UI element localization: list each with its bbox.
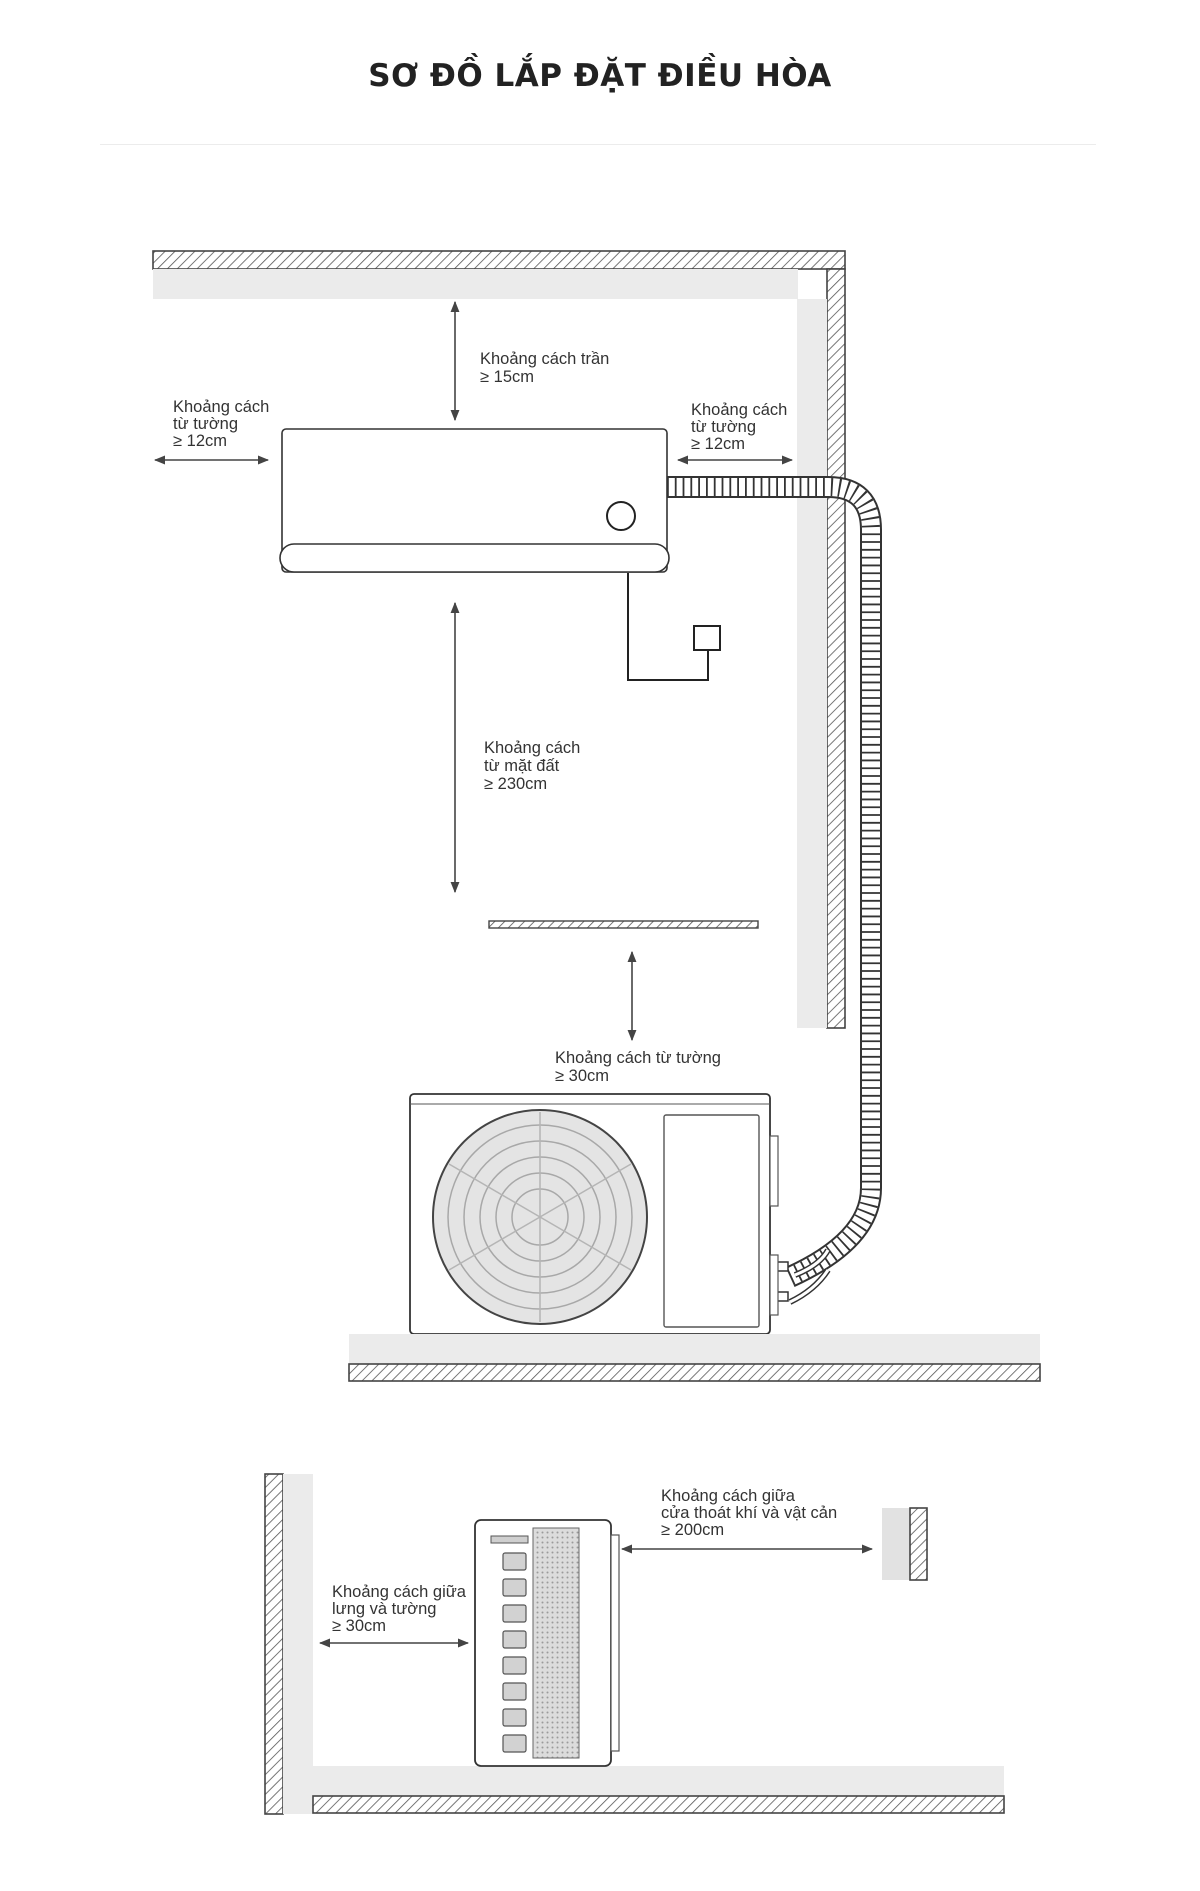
fan-grille-icon bbox=[432, 1109, 648, 1325]
drain-pipe bbox=[627, 573, 721, 681]
dimension-arrows-bottom bbox=[318, 1544, 874, 1648]
outdoor-unit-side bbox=[474, 1519, 620, 1767]
left-wall-distance-label: Khoảng cách từ tường ≥ 12cm bbox=[173, 398, 274, 450]
right-wall-distance-label: Khoảng cách từ tường ≥ 12cm bbox=[691, 401, 792, 453]
dimension-arrows bbox=[153, 300, 794, 1042]
obstacle-block bbox=[882, 1507, 928, 1581]
wall-bracket bbox=[488, 920, 759, 929]
page-title: SƠ ĐỒ LẮP ĐẶT ĐIỀU HÒA bbox=[368, 58, 832, 94]
ceiling-distance-label: Khoảng cách trần ≥ 15cm bbox=[480, 350, 614, 386]
title-divider bbox=[100, 144, 1096, 145]
indoor-unit bbox=[279, 428, 670, 573]
refrigerant-pipe bbox=[667, 476, 882, 1305]
floor-distance-label: Khoảng cách từ mặt đất ≥ 230cm bbox=[484, 739, 585, 793]
back-wall-distance-label: Khoảng cách giữa lưng và tường ≥ 30cm bbox=[332, 1583, 471, 1635]
room-walls bbox=[152, 250, 846, 1029]
back-wall bbox=[264, 1473, 313, 1815]
ground-slab bbox=[348, 1334, 1041, 1382]
outdoor-wall-distance-label: Khoảng cách từ tường ≥ 30cm bbox=[555, 1049, 726, 1085]
obstacle-distance-label: Khoảng cách giữa cửa thoát khí và vật cả… bbox=[661, 1487, 842, 1539]
ground-slab-bottom bbox=[312, 1766, 1005, 1814]
outdoor-unit-front bbox=[409, 1093, 779, 1335]
indicator-icon bbox=[606, 501, 636, 531]
